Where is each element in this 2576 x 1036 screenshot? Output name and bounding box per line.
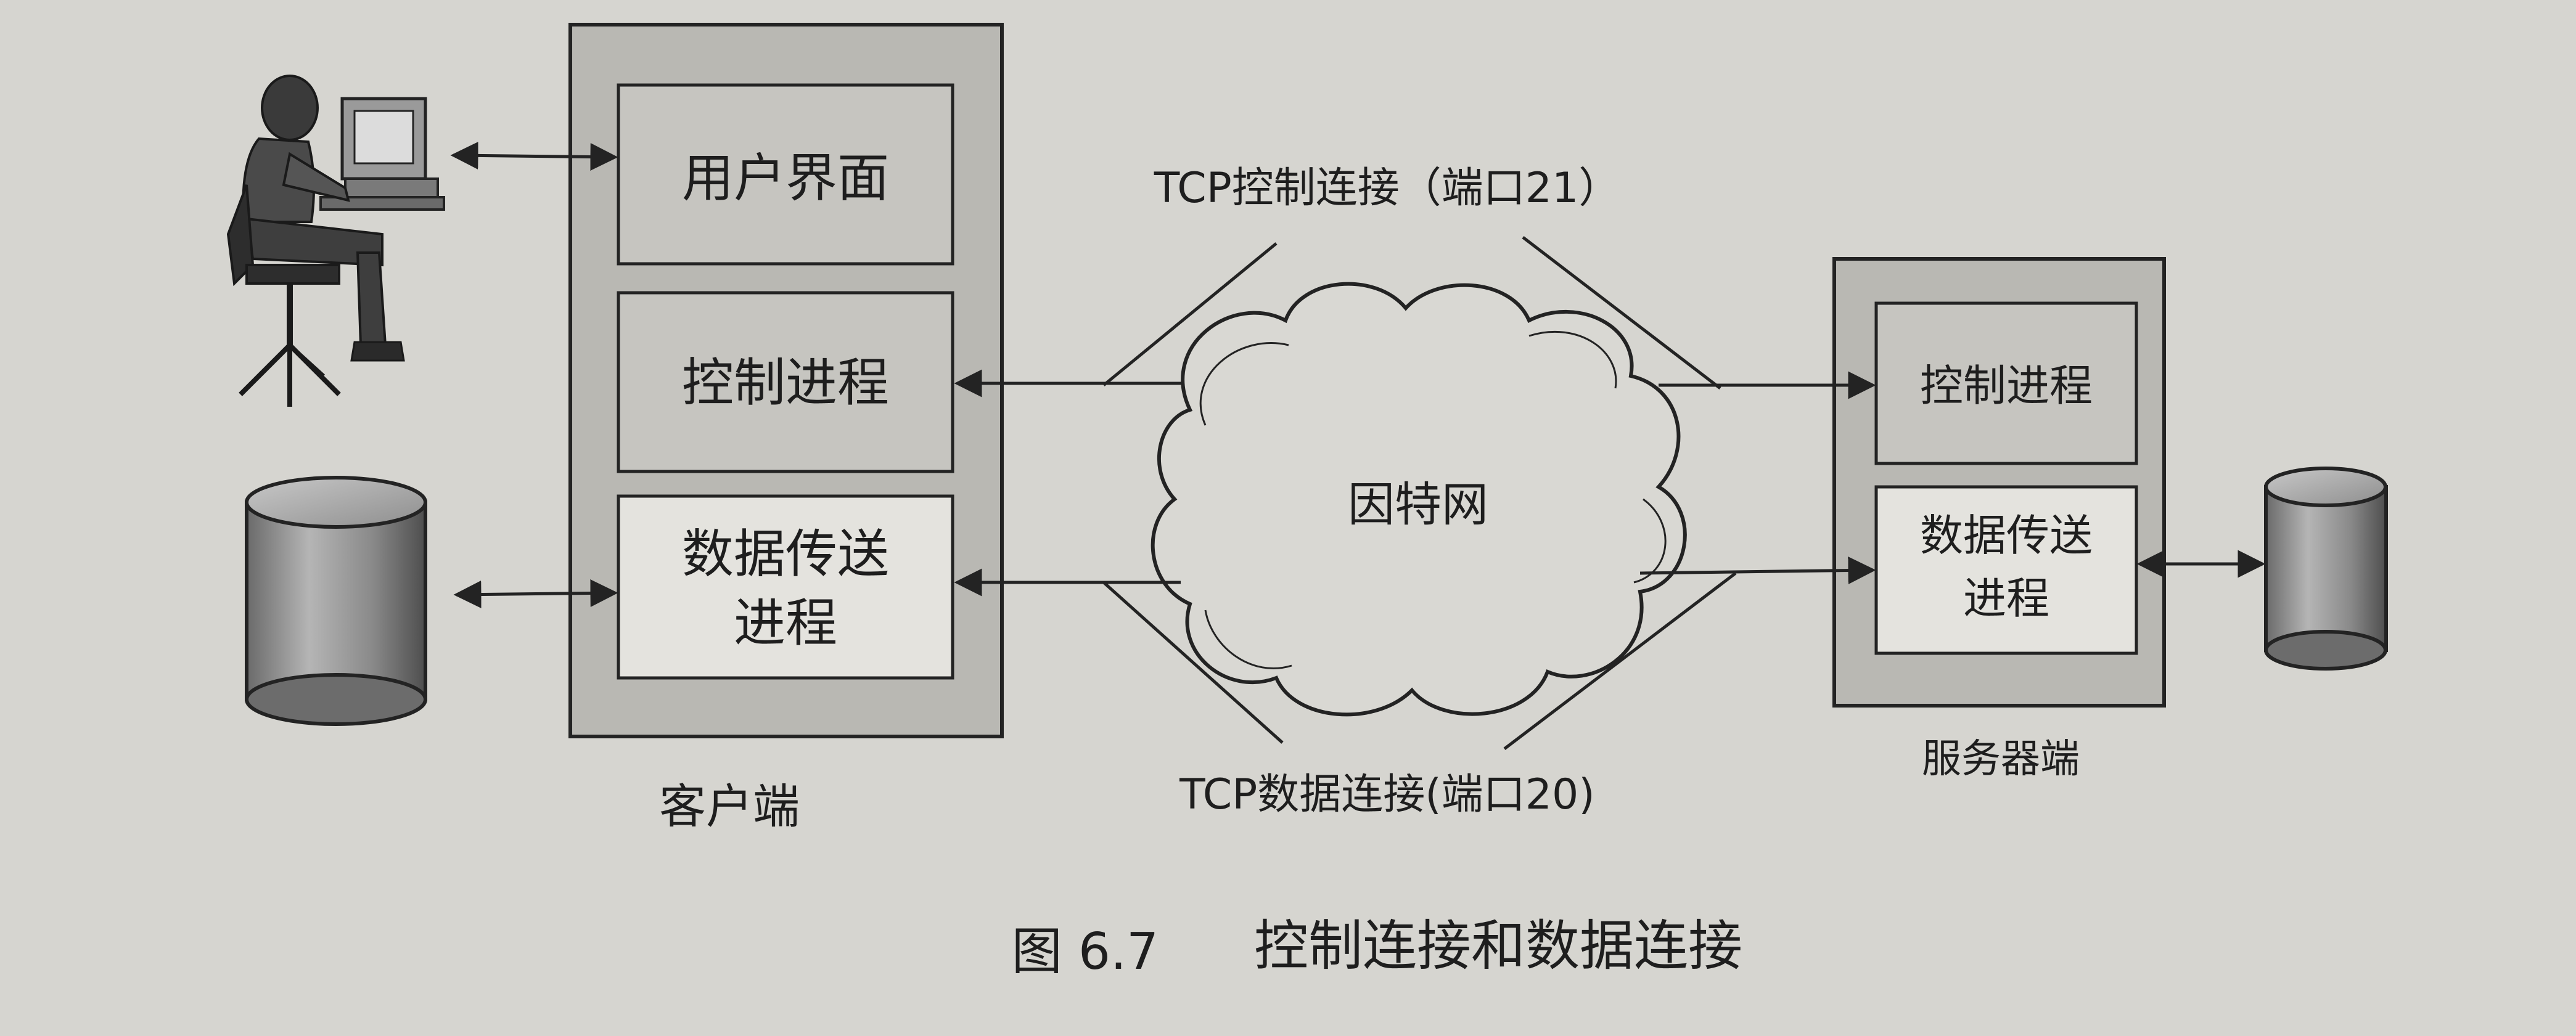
internet-cloud: 因特网 <box>1151 282 1687 717</box>
control-tunnel-left <box>1102 242 1278 386</box>
client-control-process-label: 控制进程 <box>682 353 889 413</box>
client-data-process-label-line1: 数据传送 <box>682 524 889 584</box>
server-database-icon <box>2264 467 2388 671</box>
client-database-icon <box>245 476 427 726</box>
control-connection-label: TCP控制连接（端口21） <box>1154 164 1621 213</box>
client-user-interface-label: 用户界面 <box>682 148 889 208</box>
server-data-arrow <box>1639 557 1876 585</box>
data-connection-label: TCP数据连接(端口20) <box>1179 770 1595 819</box>
server-data-process-box <box>1874 485 2138 655</box>
figure-title: 控制连接和数据连接 <box>1254 914 1742 977</box>
data-tunnel-left <box>1102 581 1284 744</box>
control-tunnel-right <box>1522 236 1721 390</box>
figure-number: 图 6.7 <box>1012 923 1159 981</box>
connection-lines <box>450 141 2266 750</box>
server-block: 控制进程 数据传送 进程 服务器端 <box>1832 257 2166 782</box>
internet-label: 因特网 <box>1348 477 1488 532</box>
client-user-interface-box <box>617 83 954 266</box>
data-tunnel-right <box>1503 572 1737 750</box>
client-control-process-box <box>617 291 954 473</box>
client-data-process-label-line2: 进程 <box>734 593 837 653</box>
client-data-process-box <box>617 494 954 680</box>
server-data-process-label-line2: 进程 <box>1963 573 2049 624</box>
server-data-process-label-line1: 数据传送 <box>1920 510 2093 561</box>
server-control-process-label: 控制进程 <box>1920 361 2093 411</box>
client-label: 客户端 <box>659 779 800 834</box>
user-ui-arrow <box>450 141 618 171</box>
client-block: 用户界面 控制进程 数据传送 进程 客户端 <box>568 23 1004 834</box>
server-label: 服务器端 <box>1922 736 2080 782</box>
user-at-computer-icon <box>226 75 445 407</box>
server-control-process-box <box>1874 301 2138 465</box>
client-db-arrow <box>453 579 618 609</box>
